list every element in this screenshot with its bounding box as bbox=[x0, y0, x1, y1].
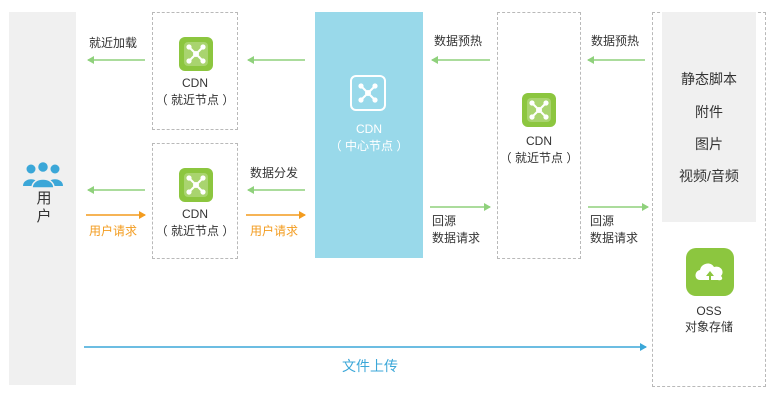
label-user-request-2: 用户请求 bbox=[250, 224, 299, 238]
label-origin-2: 回源 数据请求 bbox=[590, 213, 638, 247]
node-name: CDN bbox=[182, 207, 208, 221]
cdn-edge-right-label: CDN （ 就近节点 ） bbox=[498, 133, 580, 167]
oss-storage-icon bbox=[686, 248, 734, 296]
cdn-network-icon bbox=[179, 168, 213, 202]
node-name: CDN bbox=[182, 76, 208, 90]
content-type-video-audio: 视频/音频 bbox=[679, 168, 739, 184]
content-type-image: 图片 bbox=[695, 136, 723, 152]
origin-2-line2: 数据请求 bbox=[590, 231, 639, 245]
node-name: CDN bbox=[356, 122, 382, 136]
label-origin-1: 回源 数据请求 bbox=[432, 213, 480, 247]
cdn-edge-top-label: CDN （ 就近节点 ） bbox=[153, 75, 237, 109]
content-type-attachment: 附件 bbox=[695, 104, 723, 120]
label-nearby-load: 就近加载 bbox=[89, 36, 138, 50]
oss-label-line1: OSS bbox=[696, 304, 722, 318]
cdn-edge-bottom-label: CDN （ 就近节点 ） bbox=[153, 206, 237, 240]
node-name: CDN bbox=[526, 134, 552, 148]
user-label-line1: 用 bbox=[36, 190, 52, 207]
users-icon bbox=[23, 160, 63, 189]
node-type: （ 中心节点 ） bbox=[329, 139, 409, 153]
cdn-edge-node-top: CDN （ 就近节点 ） bbox=[152, 12, 238, 130]
label-file-upload: 文件上传 bbox=[342, 358, 398, 374]
node-type: （ 就近节点 ） bbox=[155, 224, 235, 238]
user-label: 用 户 bbox=[26, 190, 62, 226]
node-type: （ 就近节点 ） bbox=[499, 151, 579, 165]
label-data-distribute: 数据分发 bbox=[250, 166, 299, 180]
origin-1-line1: 回源 bbox=[432, 214, 457, 228]
origin-1-line2: 数据请求 bbox=[432, 231, 481, 245]
content-type-static-script: 静态脚本 bbox=[681, 71, 737, 87]
cdn-network-icon bbox=[179, 37, 213, 71]
cdn-center-node bbox=[315, 12, 423, 258]
cdn-network-icon bbox=[522, 93, 556, 127]
oss-content-types bbox=[662, 12, 756, 222]
oss-label-line2: 对象存储 bbox=[684, 320, 733, 334]
user-label-line2: 户 bbox=[36, 208, 52, 225]
user-panel bbox=[9, 12, 76, 385]
cdn-edge-node-right: CDN （ 就近节点 ） bbox=[497, 12, 581, 259]
cdn-network-icon bbox=[350, 75, 386, 111]
oss-label: OSS 对象存储 bbox=[662, 303, 756, 335]
label-user-request-1: 用户请求 bbox=[89, 224, 138, 238]
label-data-preheat-1: 数据预热 bbox=[434, 34, 483, 48]
origin-2-line1: 回源 bbox=[590, 214, 615, 228]
node-type: （ 就近节点 ） bbox=[155, 93, 235, 107]
cdn-edge-node-bottom: CDN （ 就近节点 ） bbox=[152, 143, 238, 259]
label-data-preheat-2: 数据预热 bbox=[591, 34, 640, 48]
cdn-center-label: CDN （ 中心节点 ） bbox=[315, 121, 423, 155]
